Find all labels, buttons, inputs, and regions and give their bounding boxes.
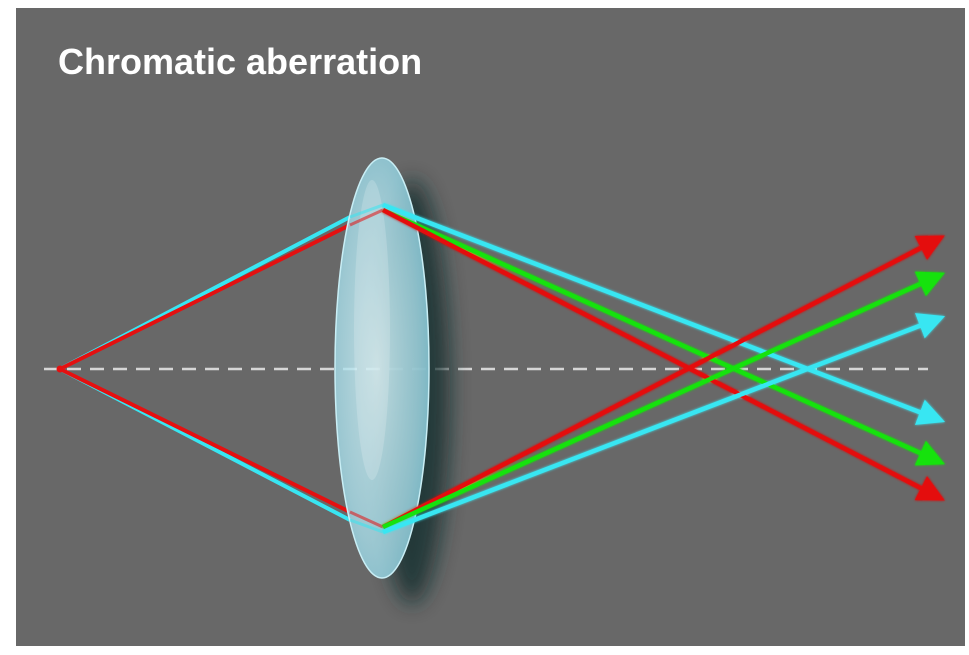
lens-highlight [354,180,390,480]
outgoing-rays [381,202,946,535]
ray-cyan-out-down [382,202,946,425]
ray-cyan-lens-top [349,203,384,219]
ray-cyan-lens-bottom [349,518,384,534]
light-source-point [56,365,64,373]
ray-red-in-bottom [59,367,351,514]
lens [334,157,430,579]
ray-red-out-down [381,208,945,501]
diagram-title: Chromatic aberration [58,41,422,82]
ray-green-out-down [382,207,945,466]
incoming-rays [59,215,351,522]
rays-inside-lens [349,203,384,534]
ray-red-lens-bottom [349,510,384,529]
ray-green-out-up [382,271,945,530]
ray-red-lens-top [349,208,384,227]
ray-cyan-out-up [382,313,946,535]
ray-red-out-up [381,235,945,529]
ray-red-in-top [59,223,351,371]
background-panel [16,8,965,646]
